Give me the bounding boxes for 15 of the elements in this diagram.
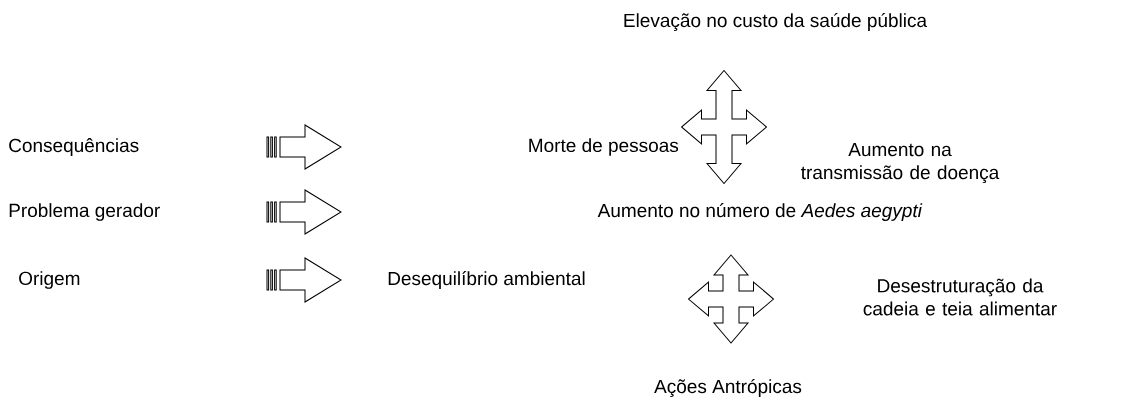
text-label: Ações Antrópicas bbox=[654, 379, 802, 397]
striped-arrow-symbol bbox=[266, 124, 342, 170]
four-way-arrow-symbol bbox=[688, 254, 774, 344]
text-label: Aumento no número de Aedes aegypti bbox=[597, 203, 923, 221]
text-label: Consequências bbox=[9, 138, 139, 156]
text-label: Problema gerador bbox=[9, 203, 160, 221]
striped-arrow-symbol bbox=[266, 189, 342, 235]
text-label: Elevação no custo da saúde pública bbox=[624, 13, 928, 31]
four-way-arrow-symbol bbox=[681, 70, 767, 184]
text-label: Desestruturação da cadeia e teia alimentar bbox=[863, 278, 1057, 316]
text-label: Desequilíbrio ambiental bbox=[388, 271, 585, 289]
text-label: Origem bbox=[19, 271, 80, 289]
striped-arrow-symbol bbox=[266, 257, 342, 303]
text-label: Morte de pessoas bbox=[529, 138, 679, 156]
text-label: Aumento na transmissão de doença bbox=[801, 142, 1000, 184]
